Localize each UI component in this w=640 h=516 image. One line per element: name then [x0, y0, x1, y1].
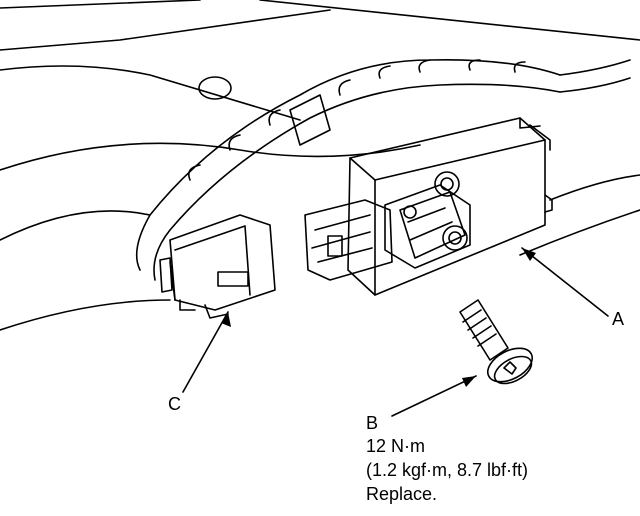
- leader-c: [182, 311, 229, 393]
- arrowhead-a: [522, 248, 536, 261]
- leader-lines: [182, 247, 609, 417]
- wire-harness: [135, 58, 631, 281]
- leader-b: [391, 375, 477, 417]
- floor-panel: [0, 0, 640, 331]
- arrowhead-b: [462, 376, 476, 387]
- torque-spec: 12 N·m: [366, 436, 426, 456]
- callout-a: A: [612, 309, 625, 329]
- arrowhead-c: [221, 312, 231, 327]
- floor-hole: [198, 76, 232, 100]
- callout-c: C: [168, 394, 181, 414]
- sensor-module-a: [347, 117, 553, 296]
- module-plug: [304, 199, 393, 281]
- callout-b: B: [366, 413, 379, 433]
- bolt-b: [459, 299, 533, 385]
- leader-a: [521, 247, 609, 317]
- torque-spec-alt-units: (1.2 kgf·m, 8.7 lbf·ft): [366, 460, 529, 480]
- connector-c: [159, 214, 276, 319]
- replace-note: Replace.: [366, 484, 438, 504]
